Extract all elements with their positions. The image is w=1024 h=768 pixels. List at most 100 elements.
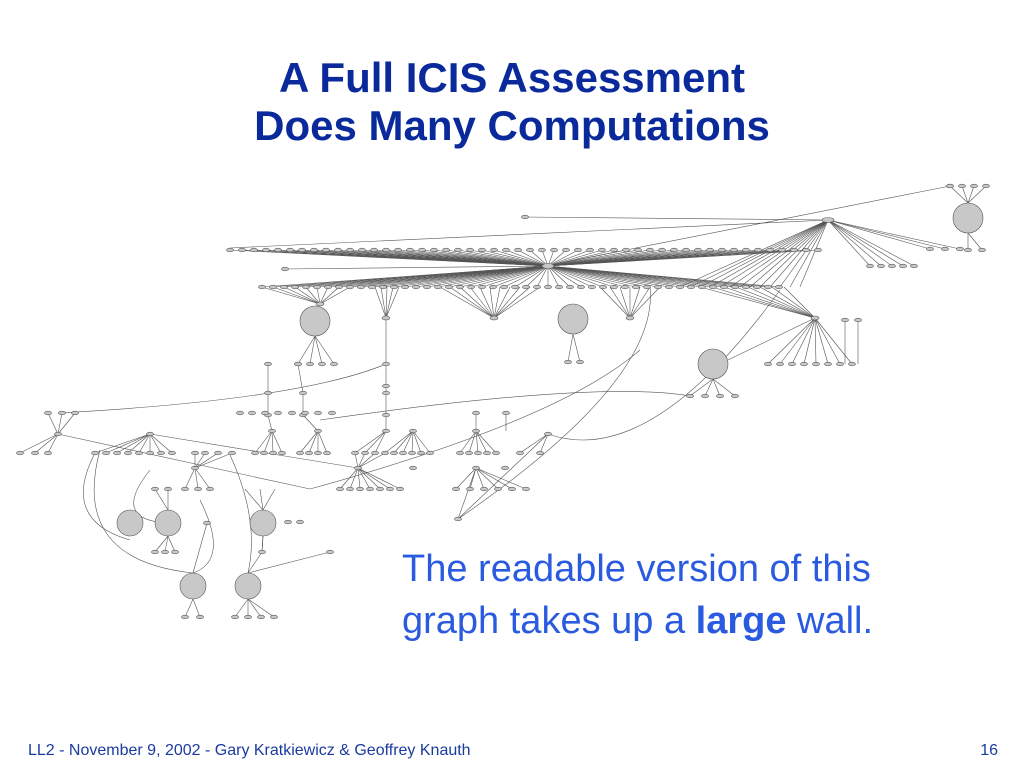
graph-node <box>358 247 366 253</box>
graph-node <box>742 284 750 290</box>
graph-edge <box>308 430 319 454</box>
graph-node <box>776 361 784 367</box>
graph-edge <box>470 265 549 288</box>
graph-node <box>328 410 336 416</box>
graph-node <box>670 247 678 253</box>
graph-edge <box>259 488 264 511</box>
graph-edge <box>783 286 816 319</box>
graph-node <box>288 410 296 416</box>
graph-edge <box>493 286 501 319</box>
graph-edge <box>525 265 549 288</box>
graph-edge <box>699 286 816 319</box>
graph-node <box>766 247 774 253</box>
graph-node <box>261 410 269 416</box>
graph-node <box>888 263 896 269</box>
graph-node <box>544 284 552 290</box>
graph-node-large <box>249 509 277 537</box>
graph-edge <box>827 219 915 267</box>
graph-node <box>610 284 618 290</box>
graph-edge <box>319 286 351 305</box>
graph-node-large <box>234 572 262 600</box>
graph-node <box>324 284 332 290</box>
graph-node <box>555 284 563 290</box>
graph-node <box>622 247 630 253</box>
graph-edge <box>455 467 477 490</box>
graph-edge <box>814 317 817 365</box>
graph-edge <box>94 433 151 454</box>
graph-edge <box>791 317 816 365</box>
graph-node <box>302 284 310 290</box>
graph-edge <box>445 249 549 267</box>
graph-node <box>258 549 266 555</box>
graph-edge <box>229 454 252 574</box>
graph-node <box>701 393 709 399</box>
graph-edge <box>234 598 249 618</box>
graph-node <box>643 284 651 290</box>
graph-node <box>135 450 143 456</box>
graph-node <box>599 284 607 290</box>
graph-node <box>269 284 277 290</box>
graph-node <box>454 247 462 253</box>
graph-edge <box>517 249 549 267</box>
graph-edge <box>412 430 431 454</box>
graph-edge <box>547 265 582 288</box>
graph-node <box>466 247 474 253</box>
graph-edge <box>154 535 169 553</box>
graph-node <box>171 549 179 555</box>
graph-node <box>236 410 244 416</box>
graph-edge <box>297 335 316 365</box>
graph-node <box>621 284 629 290</box>
graph-node <box>203 520 211 526</box>
graph-node <box>550 247 558 253</box>
graph-node <box>802 247 810 253</box>
graph-node <box>313 284 321 290</box>
graph-node <box>306 361 314 367</box>
graph-edge <box>572 333 581 363</box>
graph-node <box>335 284 343 290</box>
graph-node <box>257 614 265 620</box>
graph-edge <box>493 286 541 319</box>
graph-node <box>408 450 416 456</box>
graph-edge <box>493 286 531 319</box>
graph-node <box>964 247 972 253</box>
graph-node <box>164 486 172 492</box>
graph-edge <box>380 286 387 319</box>
graph-edge <box>402 430 414 454</box>
graph-node <box>731 393 739 399</box>
graph-node <box>790 247 798 253</box>
graph-node <box>533 284 541 290</box>
graph-node <box>442 247 450 253</box>
graph-edge <box>967 185 987 204</box>
graph-node <box>676 284 684 290</box>
graph-node <box>31 450 39 456</box>
graph-node <box>354 465 362 471</box>
graph-edge <box>247 551 263 574</box>
graph-edge <box>294 286 321 305</box>
graph-node <box>113 450 121 456</box>
graph-node <box>426 450 434 456</box>
graph-edge <box>961 185 969 204</box>
graph-node <box>361 450 369 456</box>
graph-node <box>244 614 252 620</box>
graph-node <box>315 301 325 307</box>
graph-edge <box>116 433 151 454</box>
graph-node-large <box>299 305 331 337</box>
graph-edge <box>827 219 893 267</box>
graph-edge <box>547 249 591 267</box>
graph-node <box>206 486 214 492</box>
graph-node <box>775 284 783 290</box>
graph-edge <box>475 467 499 490</box>
graph-node <box>280 284 288 290</box>
graph-edge <box>567 333 574 363</box>
graph-node <box>821 217 835 223</box>
graph-node <box>522 486 530 492</box>
graph-node <box>102 450 110 456</box>
graph-node <box>610 247 618 253</box>
graph-edge <box>629 286 651 319</box>
graph-node <box>478 284 486 290</box>
graph-node <box>654 284 662 290</box>
graph-edge <box>547 265 560 288</box>
graph-edge <box>354 452 359 469</box>
graph-edge <box>803 317 816 365</box>
graph-edge <box>272 286 321 305</box>
